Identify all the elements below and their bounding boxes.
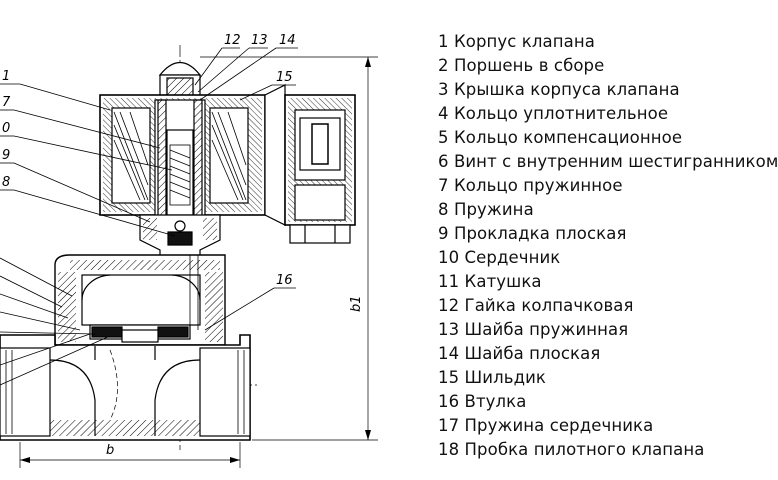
callout-1: 1	[2, 69, 10, 84]
callout-12: 12	[224, 33, 241, 48]
parts-list-item: 14 Шайба плоская	[438, 344, 601, 363]
callout-14: 14	[279, 33, 296, 48]
parts-list-item: 6 Винт с внутренним шестигранником	[438, 152, 778, 171]
parts-list-item: 17 Пружина сердечника	[438, 416, 654, 435]
parts-list-item: 5 Кольцо компенсационное	[438, 128, 683, 147]
parts-list-item: 7 Кольцо пружинное	[438, 176, 623, 195]
parts-list-item: 13 Шайба пружинная	[438, 320, 629, 339]
callout-16: 16	[276, 273, 293, 288]
callout-7: 7	[2, 95, 11, 110]
parts-list-item: 2 Поршень в сборе	[438, 56, 605, 75]
dimension-b-label: b	[106, 443, 114, 458]
parts-list-item: 12 Гайка колпачковая	[438, 296, 634, 315]
dimension-b1-label: b1	[349, 295, 364, 312]
callout-9: 9	[2, 148, 10, 163]
parts-list-item: 4 Кольцо уплотнительное	[438, 104, 669, 123]
parts-list-item: 16 Втулка	[438, 392, 527, 411]
callout-10: 0	[2, 121, 10, 136]
parts-list-item: 10 Сердечник	[438, 248, 561, 267]
parts-list-item: 11 Катушка	[438, 272, 542, 291]
parts-list-item: 9 Прокладка плоская	[438, 224, 627, 243]
callout-13: 13	[251, 33, 268, 48]
parts-list-item: 8 Пружина	[438, 200, 534, 219]
callout-15: 15	[276, 70, 293, 85]
parts-list: 1 Корпус клапана 2 Поршень в сборе 3 Кры…	[438, 30, 778, 462]
parts-list-item: 18 Пробка пилотного клапана	[438, 440, 705, 459]
parts-list-item: 3 Крышка корпуса клапана	[438, 80, 680, 99]
callout-8: 8	[2, 175, 10, 190]
parts-list-item: 15 Шильдик	[438, 368, 546, 387]
valve-section-drawing: 1 7 0 9 8 12 13 14 15 16 b b1	[0, 33, 378, 468]
parts-list-item: 1 Корпус клапана	[438, 32, 595, 51]
